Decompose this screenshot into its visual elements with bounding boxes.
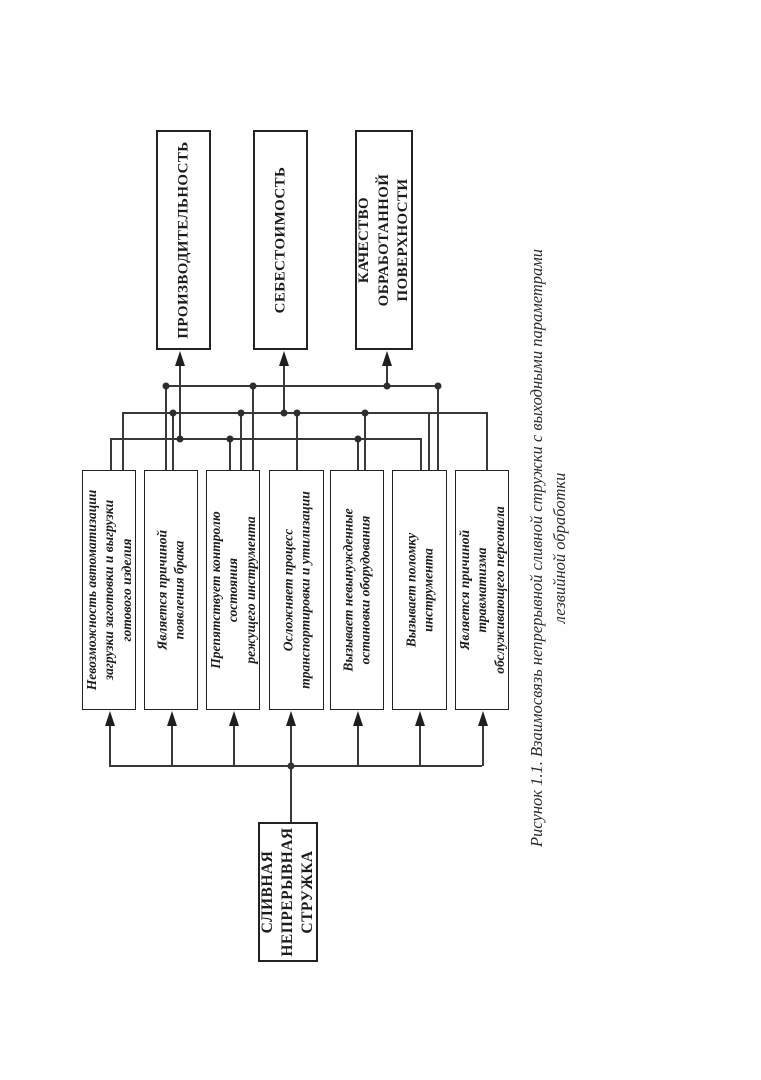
- effect-box-3: Препятствует контролю состояния режущего…: [206, 470, 260, 710]
- arrow-stem: [482, 722, 484, 766]
- effect-box-2-label: Является причиной появления брака: [154, 530, 187, 650]
- connector-line: [110, 438, 112, 470]
- figure-caption-line-2: лезвийной обработки: [550, 472, 569, 624]
- effect-box-3-label: Препятствует контролю состояния режущего…: [208, 511, 258, 669]
- arrow-up-icon: [285, 711, 296, 726]
- arrow-up-icon: [174, 351, 185, 366]
- junction-dot: [293, 409, 301, 417]
- connector-line: [420, 438, 422, 470]
- bus-line-productivity: [110, 438, 420, 440]
- junction-dot: [176, 435, 184, 443]
- arrow-up-icon: [477, 711, 488, 726]
- output-box-productivity-label: ПРОИЗВОДИТЕЛЬНОСТЬ: [174, 141, 191, 339]
- connector-line: [252, 385, 254, 470]
- junction-dot: [361, 409, 369, 417]
- junction-dot: [280, 409, 288, 417]
- connector-line: [428, 412, 430, 470]
- junction-dot: [249, 382, 257, 390]
- effect-box-2: Является причиной появления брака: [144, 470, 198, 710]
- effect-box-6: Вызывает поломку инструмента: [392, 470, 447, 710]
- connector-line: [240, 412, 242, 470]
- connector-line: [486, 412, 488, 470]
- output-box-cost-label: СЕБЕСТОИМОСТЬ: [271, 166, 288, 314]
- connector-line: [122, 412, 124, 470]
- effect-box-6-label: Вызывает поломку инструмента: [403, 532, 436, 648]
- output-box-cost: СЕБЕСТОИМОСТЬ: [253, 130, 308, 350]
- arrow-stem: [179, 362, 181, 438]
- arrow-up-icon: [352, 711, 363, 726]
- connector-line: [172, 412, 174, 470]
- connector-line: [437, 385, 439, 470]
- arrow-stem: [171, 722, 173, 766]
- arrow-up-icon: [278, 351, 289, 366]
- effect-box-7: Является причиной травматизма обслуживаю…: [455, 470, 509, 710]
- junction-dot: [226, 435, 234, 443]
- effect-box-1-label: Невозможность автоматизации загрузки заг…: [84, 489, 134, 691]
- connector-line: [229, 438, 231, 470]
- junction-dot: [383, 382, 391, 390]
- arrow-up-icon: [228, 711, 239, 726]
- output-box-surface-quality: КАЧЕСТВО ОБРАБОТАННОЙ ПОВЕРХНОСТИ: [355, 130, 413, 350]
- arrow-stem: [290, 722, 292, 766]
- arrow-up-icon: [104, 711, 115, 726]
- effect-box-4: Осложняет процесс транспортировки и утил…: [269, 470, 324, 710]
- figure-caption-line-1: Рисунок 1.1. Взаимосвязь непрерывной сли…: [527, 248, 546, 848]
- effect-box-7-label: Является причиной травматизма обслуживаю…: [457, 506, 507, 674]
- distribution-bus-line: [109, 765, 482, 767]
- arrow-up-icon: [166, 711, 177, 726]
- junction-dot: [354, 435, 362, 443]
- junction-dot: [162, 382, 170, 390]
- effect-box-4-label: Осложняет процесс транспортировки и утил…: [280, 491, 313, 689]
- junction-dot: [237, 409, 245, 417]
- connector-line: [296, 412, 298, 470]
- bus-line-quality: [165, 385, 437, 387]
- source-stem-line: [290, 765, 292, 822]
- arrow-stem: [109, 722, 111, 766]
- arrow-stem: [283, 362, 285, 412]
- connector-line: [357, 438, 359, 470]
- arrow-up-icon: [381, 351, 392, 366]
- arrow-stem: [233, 722, 235, 766]
- effect-box-5: Вызывает невынужденные остановки оборудо…: [330, 470, 384, 710]
- arrow-up-icon: [414, 711, 425, 726]
- effect-box-5-label: Вызывает невынужденные остановки оборудо…: [340, 508, 373, 672]
- arrow-stem: [357, 722, 359, 766]
- bus-line-cost: [122, 412, 486, 414]
- junction-dot: [169, 409, 177, 417]
- arrow-stem: [386, 362, 388, 385]
- output-box-surface-quality-label: КАЧЕСТВО ОБРАБОТАННОЙ ПОВЕРХНОСТИ: [355, 173, 411, 307]
- connector-line: [165, 385, 167, 470]
- effect-box-1: Невозможность автоматизации загрузки заг…: [82, 470, 136, 710]
- connector-line: [364, 412, 366, 470]
- junction-dot: [434, 382, 442, 390]
- output-box-productivity: ПРОИЗВОДИТЕЛЬНОСТЬ: [156, 130, 211, 350]
- source-box: СЛИВНАЯ НЕПРЕРЫВНАЯ СТРУЖКА: [258, 822, 318, 962]
- source-box-label: СЛИВНАЯ НЕПРЕРЫВНАЯ СТРУЖКА: [258, 827, 317, 957]
- arrow-stem: [419, 722, 421, 766]
